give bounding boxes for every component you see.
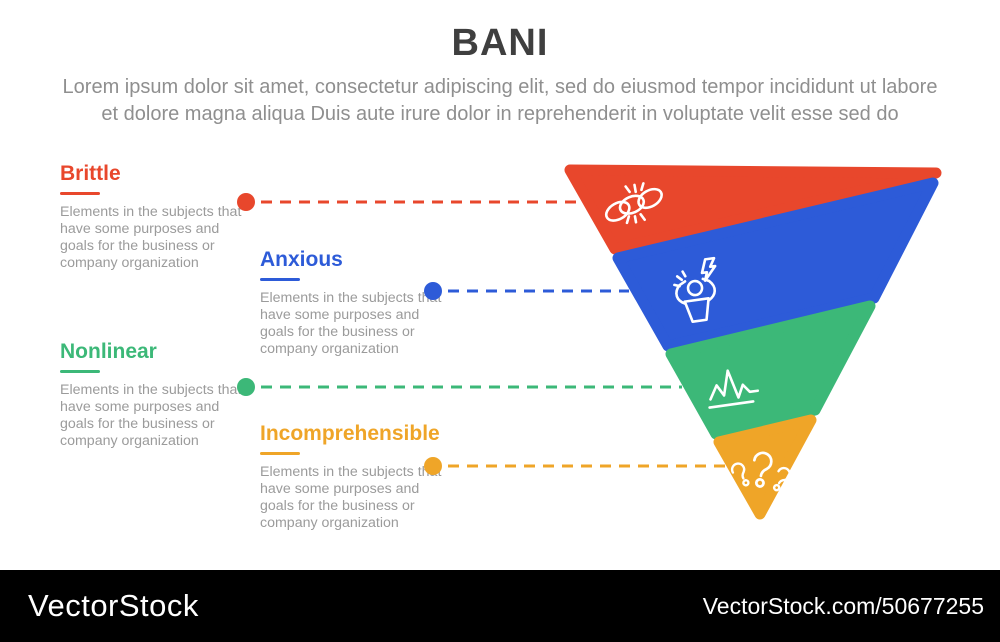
anxious-connector-dot [424, 282, 442, 300]
funnel-segment-anxious [612, 177, 939, 352]
section-incomprehensible: Incomprehensible Elements in the subject… [260, 422, 455, 532]
nonlinear-chart-icon [708, 369, 760, 409]
incomprehensible-connector-dot [424, 457, 442, 475]
watermark-bar: VectorStock VectorStock.com/50677255 [0, 570, 1000, 642]
section-nonlinear: Nonlinear Elements in the subjects that … [60, 340, 255, 450]
incomprehensible-connector [424, 457, 725, 475]
watermark-url: VectorStock.com/50677255 [702, 592, 984, 619]
section-incomprehensible-underline [260, 452, 300, 455]
subtitle-line-2: et dolore magna aliqua Duis aute irure d… [101, 103, 899, 125]
section-anxious: Anxious Elements in the subjects that ha… [260, 248, 455, 358]
broken-chain-icon [604, 182, 663, 225]
section-anxious-title: Anxious [260, 248, 343, 271]
section-brittle-underline [60, 192, 100, 195]
funnel-segment-nonlinear [665, 300, 876, 440]
section-brittle-description: Elements in the subjects that have some … [60, 204, 242, 271]
section-brittle-title: Brittle [60, 162, 121, 185]
section-incomprehensible-description: Elements in the subjects that have some … [260, 464, 442, 531]
section-anxious-description: Elements in the subjects that have some … [260, 290, 442, 357]
anxious-connector [424, 282, 629, 300]
nonlinear-connector-dot [237, 378, 255, 396]
page-subtitle: Lorem ipsum dolor sit amet, consectetur … [0, 74, 1000, 128]
section-anxious-underline [260, 278, 300, 281]
section-incomprehensible-title: Incomprehensible [260, 422, 440, 445]
funnel-segment-incomprehensible [713, 414, 817, 520]
nonlinear-connector [237, 378, 682, 396]
section-nonlinear-title: Nonlinear [60, 340, 157, 363]
funnel-segment-brittle [564, 164, 942, 255]
page-title: BANI [451, 22, 549, 64]
question-marks-icon [730, 451, 791, 492]
section-nonlinear-description: Elements in the subjects that have some … [60, 382, 242, 449]
watermark-brand: VectorStock [28, 588, 199, 623]
brittle-connector [237, 193, 586, 211]
subtitle-line-1: Lorem ipsum dolor sit amet, consectetur … [62, 76, 938, 98]
section-brittle: Brittle Elements in the subjects that ha… [60, 162, 255, 272]
brittle-connector-dot [237, 193, 255, 211]
anxious-person-icon [673, 256, 717, 324]
section-nonlinear-underline [60, 370, 100, 373]
